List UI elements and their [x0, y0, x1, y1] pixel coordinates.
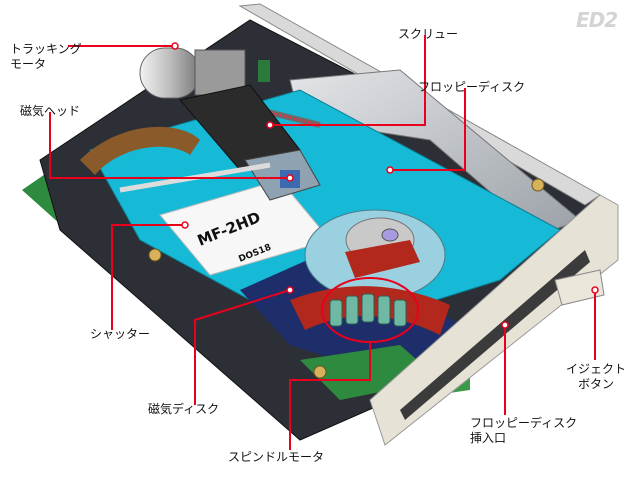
leader-dots [171, 42, 599, 329]
label-tracking-motor: トラッキング モータ [10, 42, 82, 71]
label-magnetic-disk: 磁気ディスク [148, 402, 220, 416]
label-magnetic-head: 磁気ヘッド [20, 104, 81, 118]
leader-lines [49, 35, 596, 450]
lead-screw-thread [239, 104, 321, 126]
label-floppy-disk: フロッピーディスク [418, 80, 526, 94]
mount-screw [313, 365, 327, 379]
ribbon-cable [80, 126, 200, 175]
spindle-coils [329, 293, 407, 327]
label-spindle-motor: スピンドルモータ [228, 450, 325, 464]
hub-red-plate [345, 240, 420, 278]
label-shutter: シャッター [90, 327, 151, 341]
eject-button [554, 269, 605, 306]
insertion-slot [400, 250, 590, 420]
mount-screw [148, 248, 162, 262]
label-screw: スクリュー [398, 27, 459, 41]
tracking-motor [139, 47, 201, 99]
brand-logo: ED2 [576, 8, 618, 32]
label-insertion-slot: フロッピーディスク 挿入口 [470, 416, 578, 445]
label-eject-button: イジェクト ボタン [566, 362, 627, 391]
spindle-center [381, 228, 399, 242]
motor-green-part [258, 60, 270, 82]
mount-screw [531, 178, 545, 192]
